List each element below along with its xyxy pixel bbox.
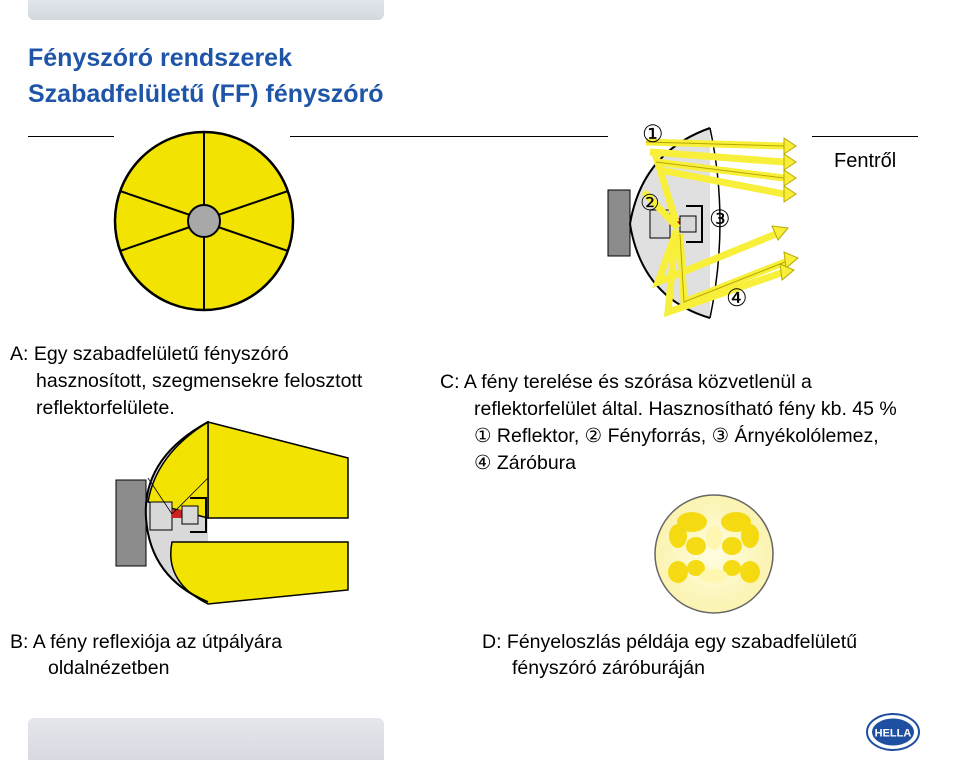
caption-d-line-1: D: Fényeloszlás példája egy szabadfelüle… — [482, 631, 858, 653]
caption-a-line-3: reflektorfelülete. — [36, 397, 175, 419]
caption-c-line-1: C: A fény terelése és szórása közvetlenü… — [440, 371, 812, 393]
caption-a-line-1: A: Egy szabadfelületű fényszóró — [10, 343, 289, 365]
hella-logo: HELLA — [866, 713, 920, 751]
page-subtitle: Szabadfelületű (FF) fényszóró — [28, 80, 384, 108]
marker-3-icon: ③ — [709, 206, 731, 233]
direction-label: Fentről — [834, 150, 897, 172]
bottom-decor-bar — [28, 718, 384, 760]
caption-d-line-2: fényszóró záróburáján — [512, 657, 705, 679]
caption-c-line-4: ④ Záróbura — [474, 452, 577, 474]
divider-rule-2 — [290, 136, 608, 137]
hella-logo-text: HELLA — [875, 728, 912, 740]
segmented-reflector-diagram — [113, 130, 295, 312]
marker-2-icon: ② — [640, 190, 660, 215]
marker-4-icon: ④ — [726, 285, 748, 312]
top-decor-bar — [28, 0, 384, 20]
divider-rule-1 — [28, 136, 114, 137]
divider-rule-3 — [812, 136, 918, 137]
caption-b-line-1: B: A fény reflexiója az útpályára — [10, 631, 283, 653]
top-view-ray-diagram — [607, 127, 799, 319]
caption-c-line-3: ① Reflektor, ② Fényforrás, ③ Árnyékolóle… — [474, 425, 879, 447]
marker-1-icon: ① — [642, 121, 664, 148]
caption-a-line-2: hasznosított, szegmensekre felosztott — [36, 370, 363, 392]
caption-c-line-2: reflektorfelület által. Hasznosítható fé… — [474, 398, 897, 420]
page-title: Fényszóró rendszerek — [28, 44, 292, 72]
lens-light-distribution-diagram — [654, 494, 774, 614]
caption-b-line-2: oldalnézetben — [48, 657, 170, 679]
side-view-reflection-diagram — [115, 420, 349, 605]
